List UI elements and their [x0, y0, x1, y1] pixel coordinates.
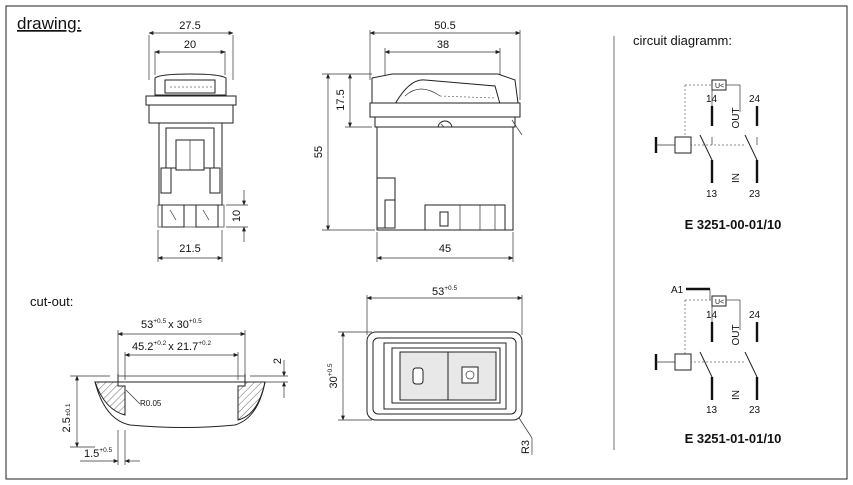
dim-front-terminal-height: 10 [231, 210, 243, 222]
dim-side-width-outer: 50.5 [434, 20, 455, 32]
circuit-code-1: E 3251-00-01/10 [685, 217, 782, 232]
heading-circuit: circuit diagramm: [633, 33, 732, 48]
dim-panel-width: 53+0.5 [432, 285, 457, 298]
label-in: IN [731, 390, 742, 400]
terminal-a1: A1 [671, 285, 684, 296]
front-view: 27.5 20 10 21.5 [145, 20, 248, 262]
relay-coil-icon [711, 295, 727, 307]
relay-label: U< [715, 299, 724, 306]
label-in: IN [731, 173, 742, 183]
front-bezel [145, 95, 237, 106]
side-view: 50.5 38 55 17.5 [313, 20, 523, 262]
dim-side-height-total: 55 [313, 146, 325, 158]
circuit-code-2: E 3251-01-01/10 [685, 431, 782, 446]
actuator-icon [674, 136, 692, 154]
off-symbol-icon [412, 367, 424, 385]
terminal-13: 13 [706, 189, 718, 200]
front-terminal-left [161, 204, 185, 228]
dim-cutout-radius: R0.05 [140, 399, 162, 408]
terminal-24: 24 [749, 94, 761, 105]
relay-label: U< [715, 83, 724, 90]
dim-side-height-top: 17.5 [335, 89, 347, 110]
dim-cutout-depth: 2.5±0.1 [61, 403, 73, 432]
dim-cutout-offset: 1.5+0.5 [84, 447, 113, 460]
circuit-diagram-2: A1 U< 14 24 OUT 13 23 IN E 3251-01-01/10 [654, 285, 782, 446]
label-out: OUT [731, 107, 742, 128]
terminal-23: 23 [749, 405, 761, 416]
dim-side-width-inner: 38 [437, 39, 449, 51]
terminal-24: 24 [749, 310, 761, 321]
dim-side-width-base: 45 [439, 243, 451, 255]
heading-cutout: cut-out: [30, 294, 73, 309]
terminal-14: 14 [706, 310, 718, 321]
dim-panel-radius: R3 [520, 440, 532, 454]
heading-drawing: drawing: [17, 14, 81, 33]
sheet-border [5, 5, 848, 480]
terminal-14: 14 [706, 94, 718, 105]
actuator-icon [674, 353, 692, 371]
on-symbol-icon [461, 366, 479, 384]
circuit-diagram-1: U< 14 24 OUT 13 23 IN E 3251-00-01/10 [654, 79, 782, 232]
label-out: OUT [731, 324, 742, 345]
dim-front-width-base: 21.5 [179, 243, 200, 255]
terminal-23: 23 [749, 189, 761, 200]
dim-front-width-inner: 20 [184, 39, 196, 51]
terminal-13: 13 [706, 405, 718, 416]
dim-front-width-outer: 27.5 [179, 20, 200, 32]
side-bezel [369, 102, 521, 118]
dim-cutout-lip: 2 [272, 358, 284, 364]
dim-panel-height: 30+0.5 [327, 363, 340, 388]
rocker-off-half [399, 351, 449, 401]
cutout-section-body [94, 381, 266, 428]
panel-view: 53+0.5 30+0.5 R3 [327, 285, 533, 455]
